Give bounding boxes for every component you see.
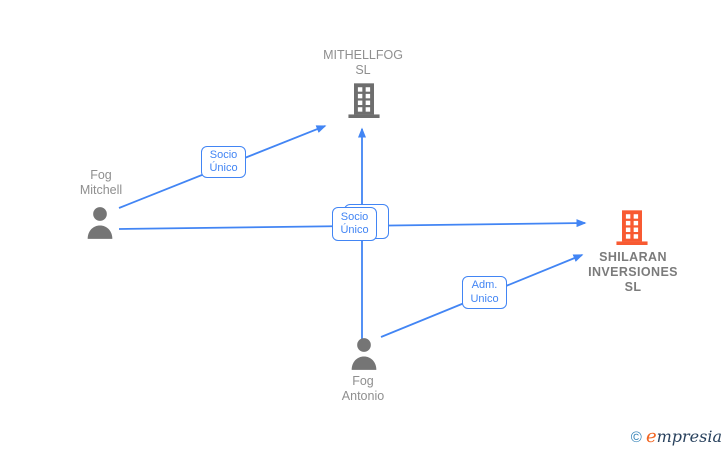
brand-rest: mpresia	[656, 427, 722, 446]
person-name-line: Mitchell	[79, 183, 123, 197]
person-name-line: Fog	[352, 374, 374, 388]
node-shilaran[interactable]	[612, 207, 652, 247]
node-shilaran-label[interactable]: SHILARAN INVERSIONES SL	[588, 250, 678, 295]
edge-label-adm-unico-antonio-shilaran: Adm. Unico	[462, 276, 507, 309]
edge-label-line: Socio	[340, 210, 369, 223]
building-icon	[344, 80, 384, 120]
edge-label-line: Adm.	[471, 279, 498, 291]
person-icon	[344, 333, 384, 375]
company-name-line: SL	[624, 280, 642, 294]
person-icon	[80, 202, 120, 244]
node-mithellfog-label[interactable]: MITHELLFOG SL	[323, 48, 403, 78]
node-fog-antonio-label[interactable]: Fog Antonio	[342, 374, 384, 404]
person-name-line: Antonio	[341, 389, 385, 403]
copyright-symbol: ©	[630, 429, 642, 446]
building-icon	[612, 207, 652, 247]
company-name-line: INVERSIONES	[588, 265, 678, 279]
edge-label-line: Unico	[470, 292, 499, 305]
node-fog-mitchell-label[interactable]: Fog Mitchell	[80, 168, 122, 198]
edge-label-line: Único	[209, 162, 238, 174]
edge-label-socio-unico-mitchell-shilaran: Socio Único	[332, 207, 377, 241]
node-fog-antonio[interactable]	[344, 333, 384, 375]
empresia-logo[interactable]: © empresia	[631, 426, 722, 447]
node-fog-mitchell[interactable]	[80, 202, 120, 244]
company-name-line: MITHELLFOG	[323, 48, 403, 62]
edge-label-line: Socio	[209, 148, 238, 161]
edge-label-line: Único	[340, 224, 369, 236]
brand-initial: e	[645, 426, 657, 447]
brand-wordmark: empresia	[645, 426, 722, 447]
person-name-line: Fog	[90, 168, 112, 182]
company-name-line: SL	[355, 63, 371, 77]
company-name-line: SHILARAN	[599, 250, 667, 264]
node-mithellfog[interactable]	[344, 80, 384, 120]
edge-label-socio-unico-mitchell-mithellfog: Socio Único	[201, 146, 246, 178]
